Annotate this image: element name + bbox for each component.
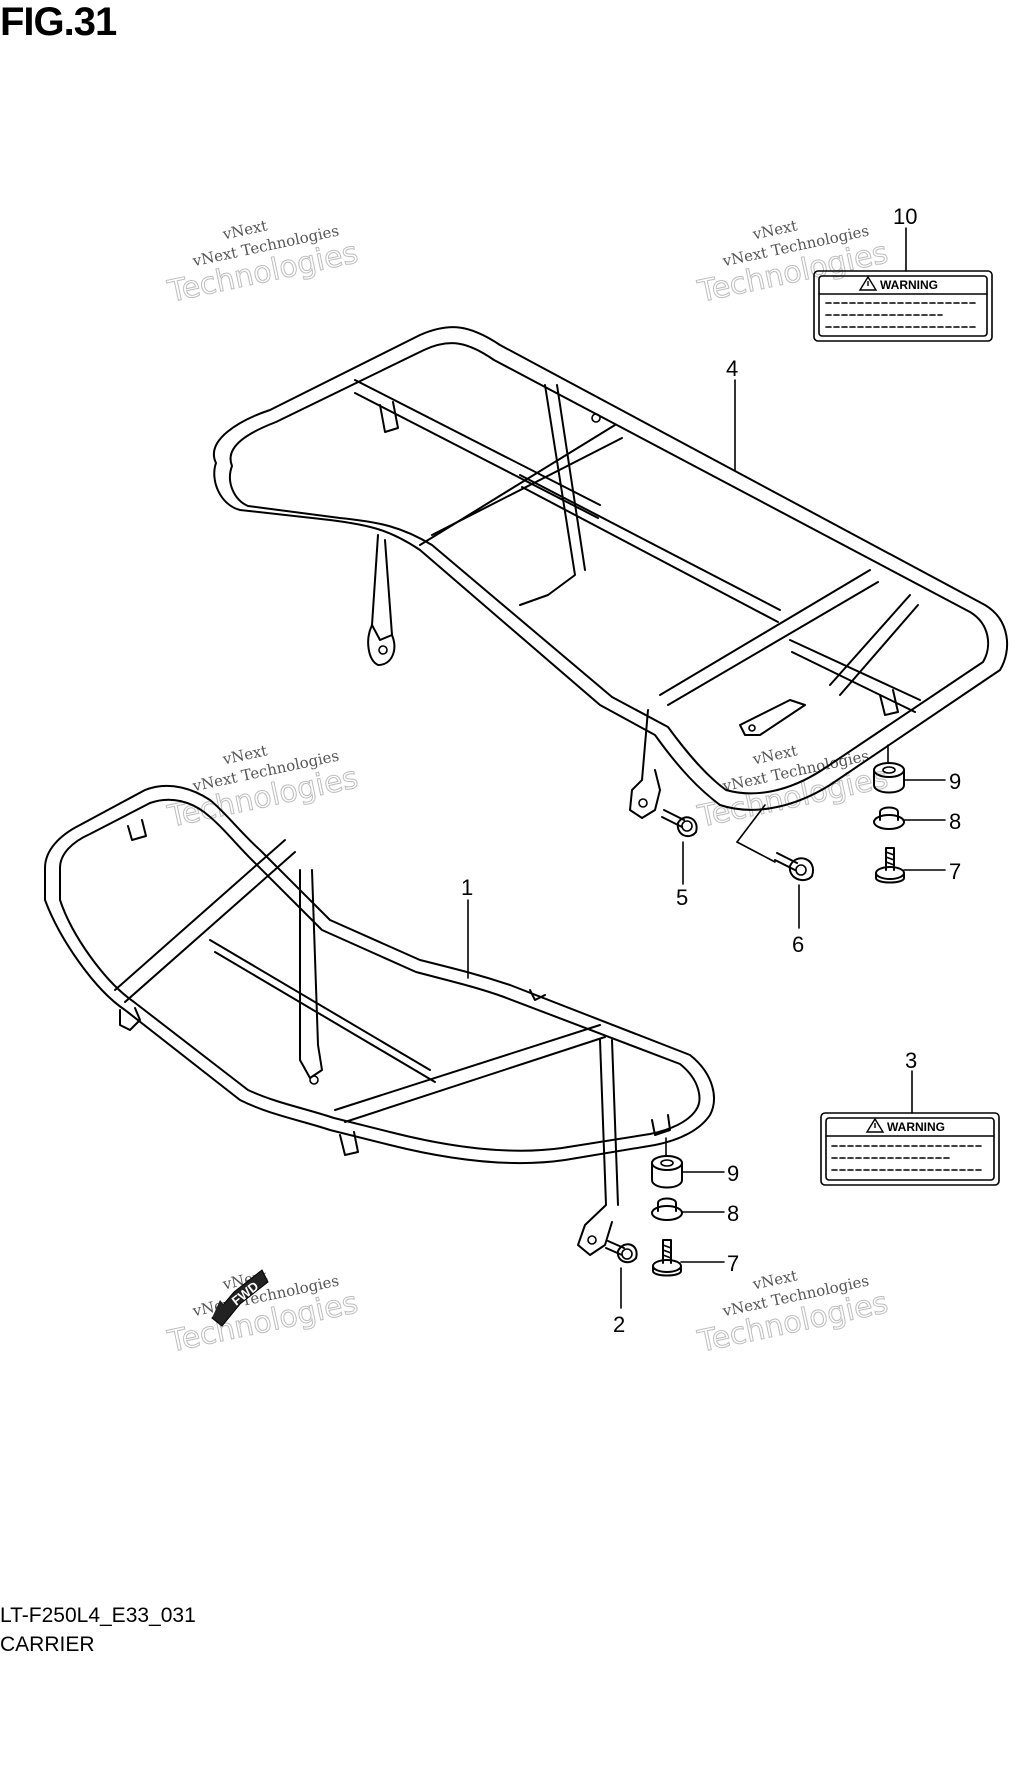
bolt-part-7-upper xyxy=(875,847,905,884)
section-name: CARRIER xyxy=(0,1633,95,1656)
bolt-part-2 xyxy=(605,1240,638,1264)
rear-carrier-part-4 xyxy=(213,326,1009,819)
callout-6: 6 xyxy=(792,932,804,957)
callout-9-upper: 9 xyxy=(949,769,961,794)
bolt-part-7-lower xyxy=(652,1239,682,1277)
warning-label-3: WARNING xyxy=(820,1112,1000,1186)
callout-4: 4 xyxy=(726,356,738,381)
watermark-bottom-left: vNext vNext Technologies Technologies xyxy=(164,1266,362,1360)
callout-2: 2 xyxy=(613,1312,625,1337)
watermark-bottom-right: vNext vNext Technologies Technologies xyxy=(694,1266,892,1360)
callout-8-lower: 8 xyxy=(727,1201,739,1226)
cushion-part-9-upper xyxy=(873,762,905,794)
callout-1: 1 xyxy=(461,875,473,900)
callout-3: 3 xyxy=(905,1048,917,1073)
callout-7-lower: 7 xyxy=(727,1251,739,1276)
svg-text:WARNING: WARNING xyxy=(880,278,938,292)
callout-5: 5 xyxy=(676,885,688,910)
front-carrier-part-1 xyxy=(44,784,715,1256)
warning-triangle-icon xyxy=(865,1117,885,1133)
watermark-mid-right: vNext vNext Technologies Technologies xyxy=(694,741,892,835)
collar-part-8-upper xyxy=(873,806,905,830)
watermark-top-left: vNext vNext Technologies Technologies xyxy=(164,216,362,310)
callout-10: 10 xyxy=(893,204,917,229)
bolt-part-6 xyxy=(774,852,815,882)
figure-title: FIG.31 xyxy=(0,0,117,44)
collar-part-8-lower xyxy=(651,1197,683,1221)
watermark-mid-left: vNext vNext Technologies Technologies xyxy=(164,741,362,835)
callout-7-upper: 7 xyxy=(949,859,961,884)
callout-8-upper: 8 xyxy=(949,809,961,834)
warning-triangle-icon xyxy=(858,275,878,291)
warning-label-10: WARNING xyxy=(813,270,993,342)
bolt-part-5 xyxy=(661,809,698,838)
fwd-arrow-icon: FWD xyxy=(211,1269,269,1327)
model-code: LT-F250L4_E33_031 xyxy=(0,1604,196,1627)
cushion-part-9-lower xyxy=(651,1155,683,1189)
callout-9-lower: 9 xyxy=(727,1161,739,1186)
svg-text:WARNING: WARNING xyxy=(887,1120,945,1134)
